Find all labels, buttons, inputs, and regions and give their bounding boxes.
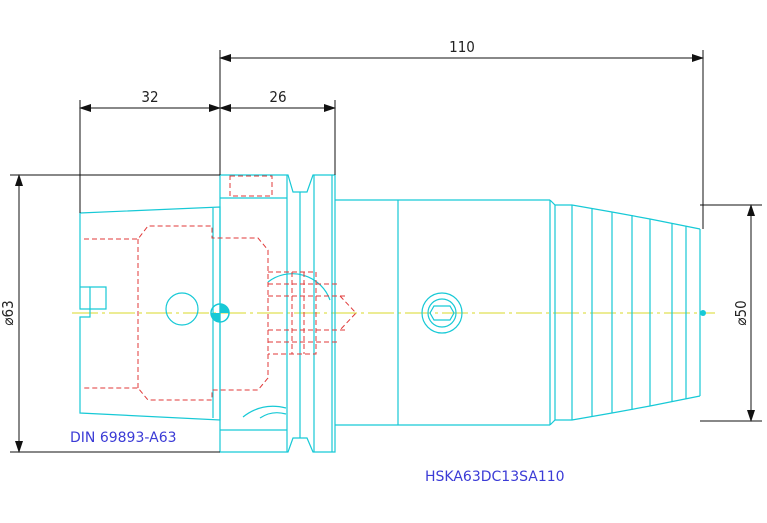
part-number-label: HSKA63DC13SA110	[425, 469, 565, 485]
dimension-lines	[10, 50, 762, 453]
tool-outline	[79, 174, 701, 453]
dim-overall-length: 110	[449, 38, 475, 56]
dim-nose-diameter: ⌀50	[732, 300, 750, 325]
center-marker-left	[210, 303, 230, 323]
center-marker-right	[700, 310, 706, 316]
dim-flange-length: 26	[269, 88, 286, 106]
standard-label: DIN 69893-A63	[70, 430, 177, 446]
dim-taper-length: 32	[141, 88, 158, 106]
hidden-lines	[84, 175, 357, 401]
dim-flange-diameter: ⌀63	[0, 300, 17, 325]
